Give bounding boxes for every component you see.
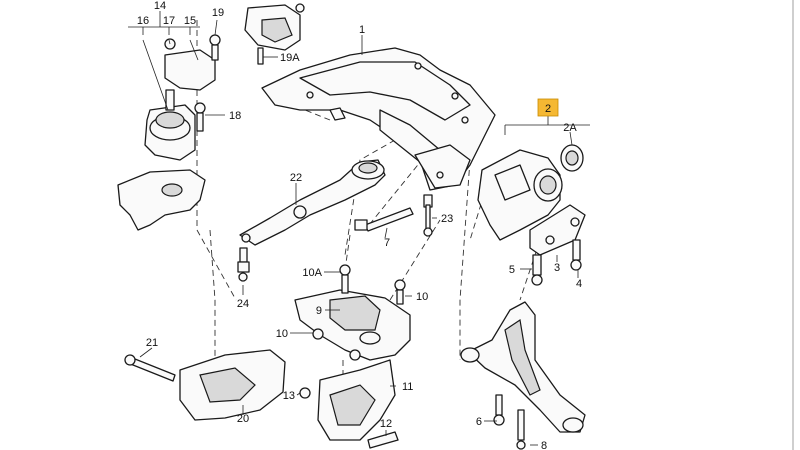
label-18: 18 [229, 110, 241, 122]
torque-support-strut [239, 159, 386, 246]
label-2: 2 [545, 103, 551, 115]
bolts-right [531, 239, 582, 286]
label-19: 19 [212, 7, 224, 19]
label-14: 14 [154, 0, 166, 12]
label-5: 5 [509, 264, 515, 276]
label-22: 22 [290, 172, 302, 184]
label-13: 13 [283, 390, 295, 402]
lower-bracket [124, 349, 286, 421]
label-6: 6 [476, 416, 482, 428]
label-10-upper: 10 [416, 291, 428, 303]
label-23: 23 [441, 213, 453, 225]
label-17: 17 [163, 15, 175, 27]
leader-lines [128, 19, 590, 446]
label-15: 15 [184, 15, 196, 27]
label-2a: 2A [563, 122, 577, 134]
upper-mount-bracket [244, 3, 305, 65]
label-19a: 19A [280, 52, 300, 64]
control-arm-bearing [477, 144, 586, 256]
label-1: 1 [359, 24, 365, 36]
subframe [261, 47, 496, 191]
highlighted-part-box [537, 98, 559, 117]
label-10a: 10A [302, 267, 322, 279]
gearbox-mount [294, 264, 411, 361]
bolt-24 [237, 247, 250, 282]
label-9: 9 [316, 305, 322, 317]
label-20: 20 [237, 413, 249, 425]
heat-shield [117, 169, 206, 231]
label-4: 4 [576, 278, 582, 290]
engine-mount-assembly [144, 34, 221, 161]
label-10-lower: 10 [276, 328, 288, 340]
label-11: 11 [402, 381, 413, 393]
bolts-center [354, 194, 433, 237]
gearbox-bracket [299, 359, 399, 449]
label-7: 7 [384, 237, 390, 249]
label-8: 8 [541, 440, 547, 450]
label-21: 21 [146, 337, 158, 349]
callout-labels: 14 16 17 15 19 19A 1 18 2 2A 22 23 7 3 5… [137, 0, 582, 450]
label-3: 3 [554, 262, 560, 274]
label-16: 16 [137, 15, 149, 27]
lower-control-arm [460, 301, 586, 450]
label-12: 12 [380, 418, 392, 430]
label-24: 24 [237, 298, 249, 310]
